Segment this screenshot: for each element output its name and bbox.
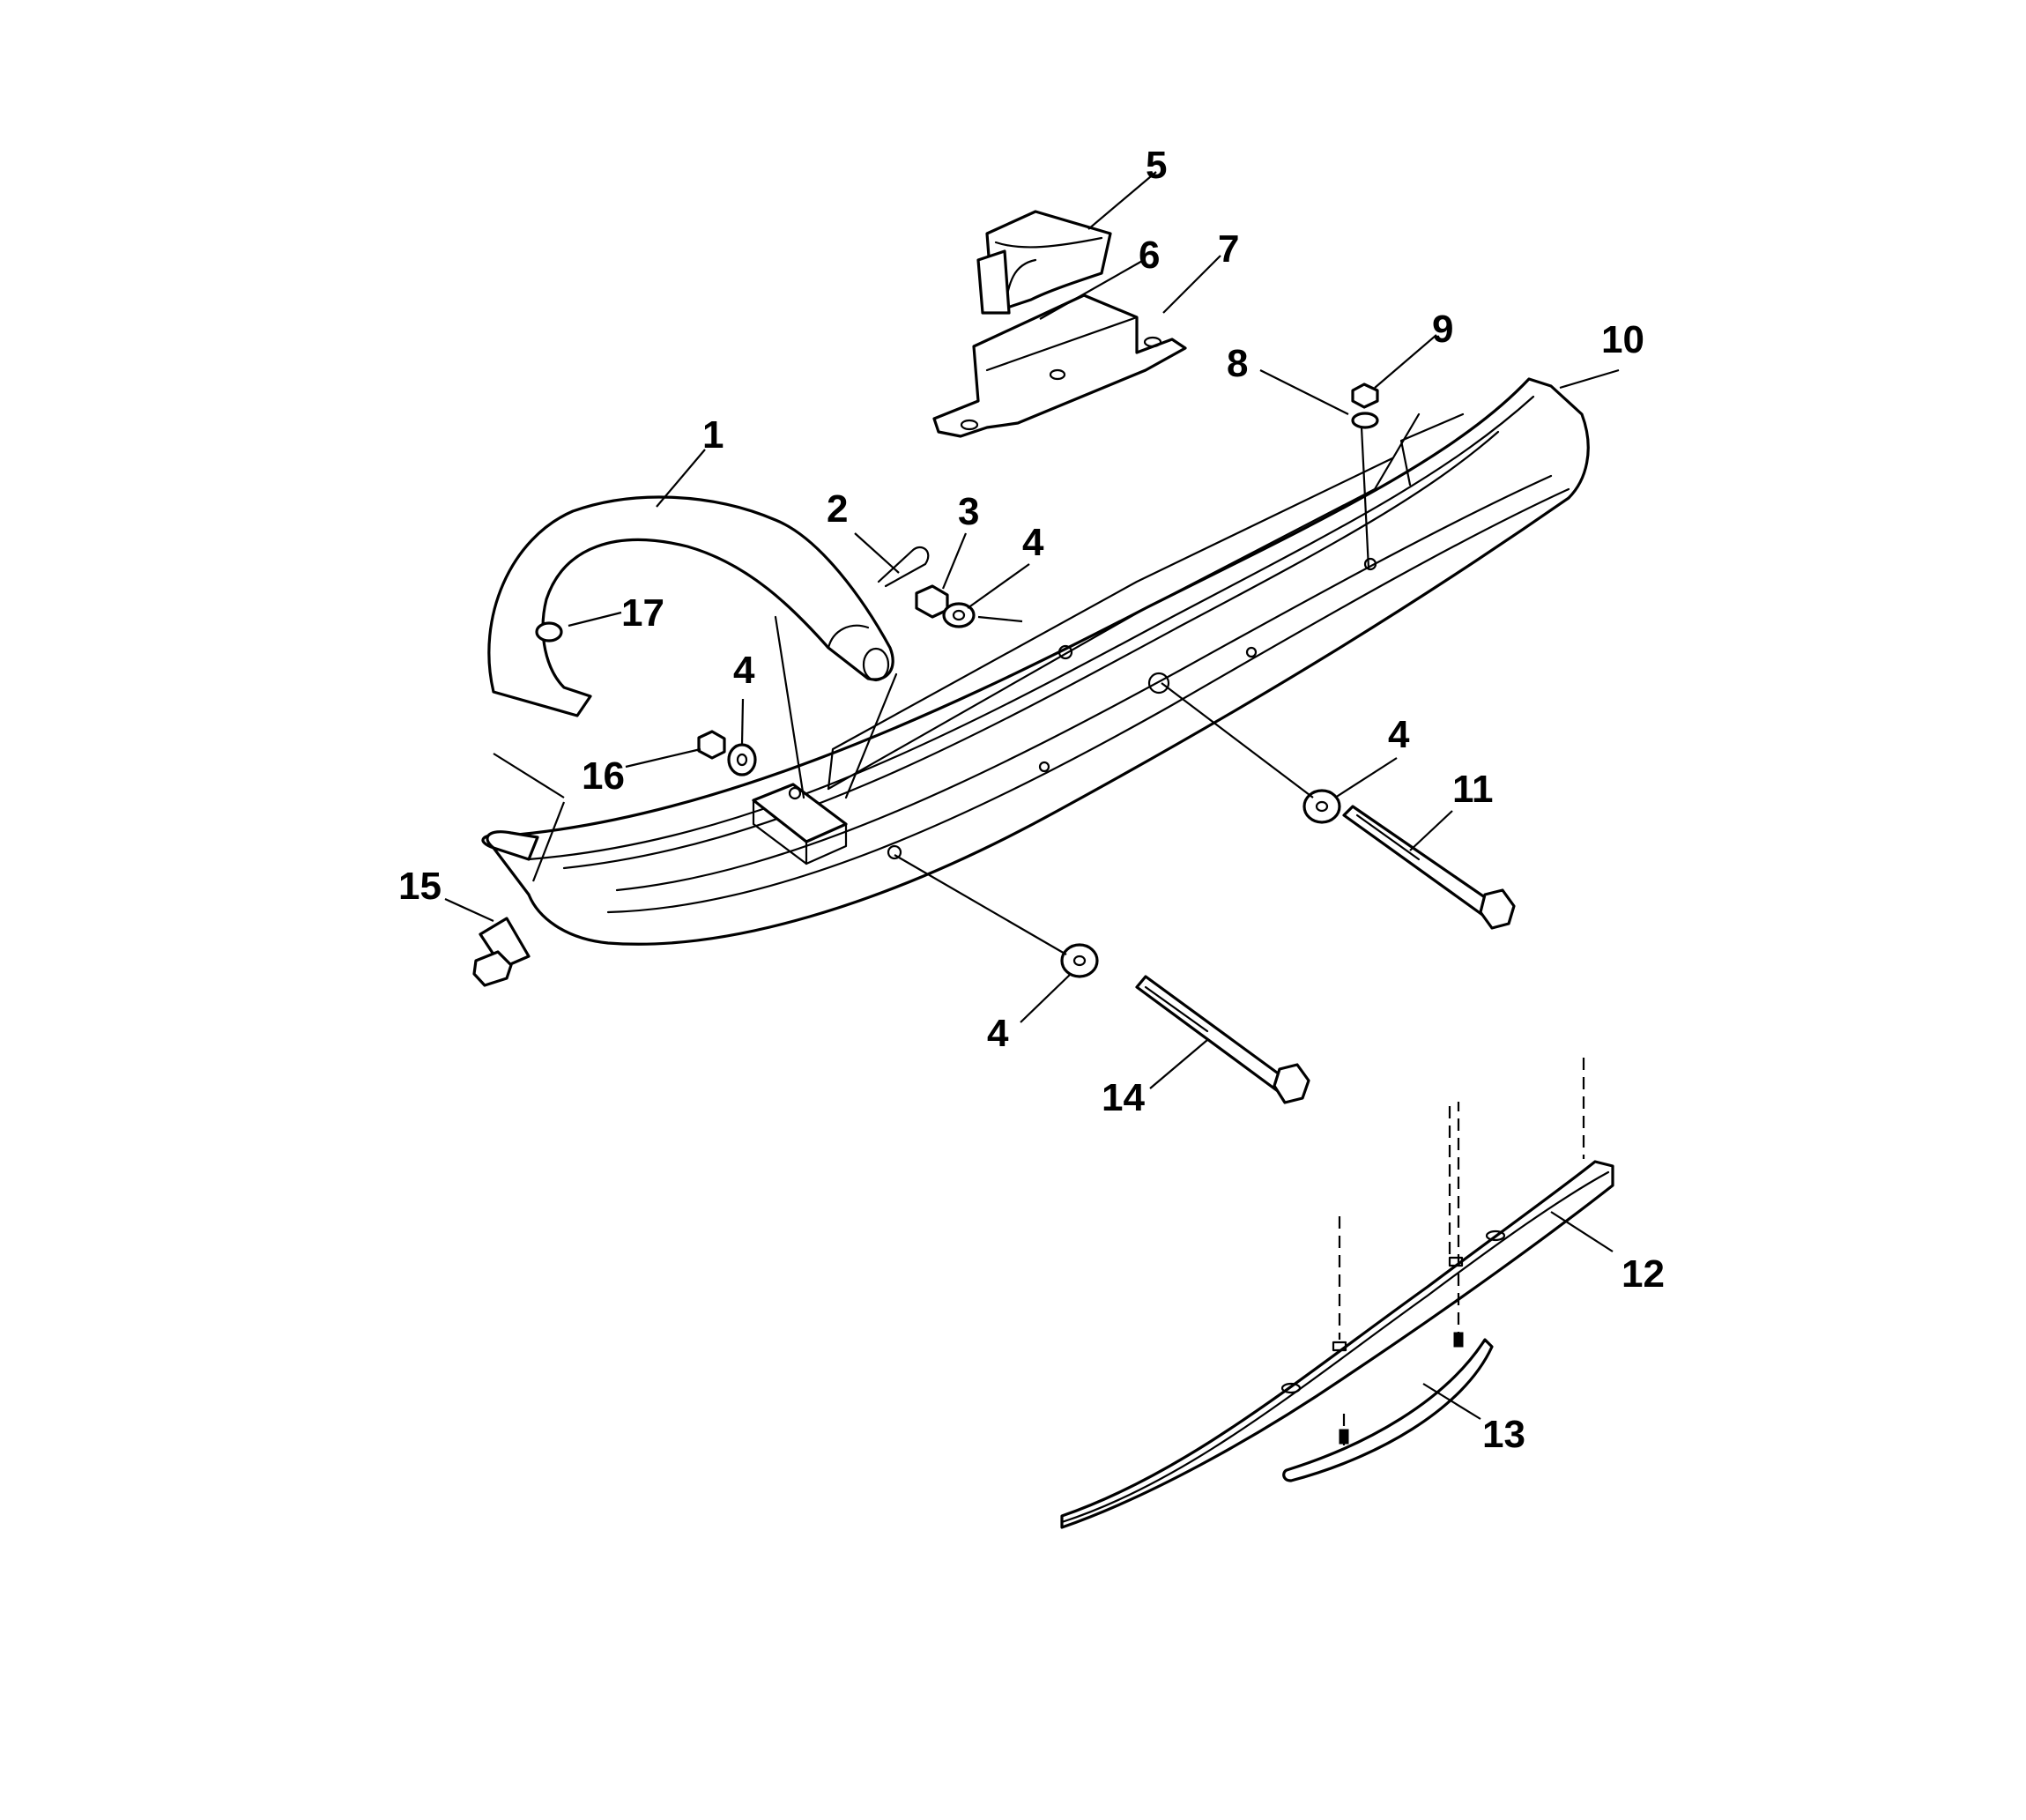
grommet [535,621,563,643]
callout-4-bottom: 4 [987,1012,1009,1055]
callout-15: 15 [398,865,442,908]
wear-bar [1060,1160,1614,1529]
rubber-pad [976,210,1112,315]
callout-14: 14 [1102,1076,1145,1119]
callout-4-top: 4 [1022,521,1044,564]
nut-and-washer-front [697,730,757,776]
callout-16: 16 [582,754,625,798]
callout-4-left: 4 [733,649,755,692]
callout-labels: 5 6 7 8 9 10 1 2 3 4 17 4 16 15 4 11 4 1… [398,144,1665,1456]
ski-loop-handle [487,495,898,799]
callout-3: 3 [958,490,979,533]
callout-13: 13 [1482,1413,1525,1456]
spindle-saddle-plate [932,293,1187,438]
callout-11: 11 [1452,768,1494,811]
callout-4-right: 4 [1388,713,1410,756]
long-bolt-14 [1135,975,1310,1104]
long-bolt-11 [1342,805,1516,930]
callout-10: 10 [1601,318,1644,361]
washer-upper [942,602,976,628]
callout-6: 6 [1139,234,1160,277]
callout-7: 7 [1218,227,1239,271]
bolt-front [472,917,531,987]
callout-5: 5 [1146,144,1167,187]
callout-2: 2 [827,487,848,531]
assembly-center-lines [493,427,1585,1445]
washer-lower [1060,943,1099,978]
callout-17: 17 [621,591,664,635]
castle-nut [915,584,949,619]
callout-leaders [444,171,1620,1420]
cotter-pin [877,546,930,588]
callout-12: 12 [1622,1252,1665,1296]
callout-8: 8 [1227,342,1248,385]
nut-and-washer-rear [1351,383,1379,429]
callout-9: 9 [1432,308,1453,351]
washer-right [1302,789,1341,824]
ski-body [481,377,1590,946]
callout-1: 1 [702,413,724,457]
